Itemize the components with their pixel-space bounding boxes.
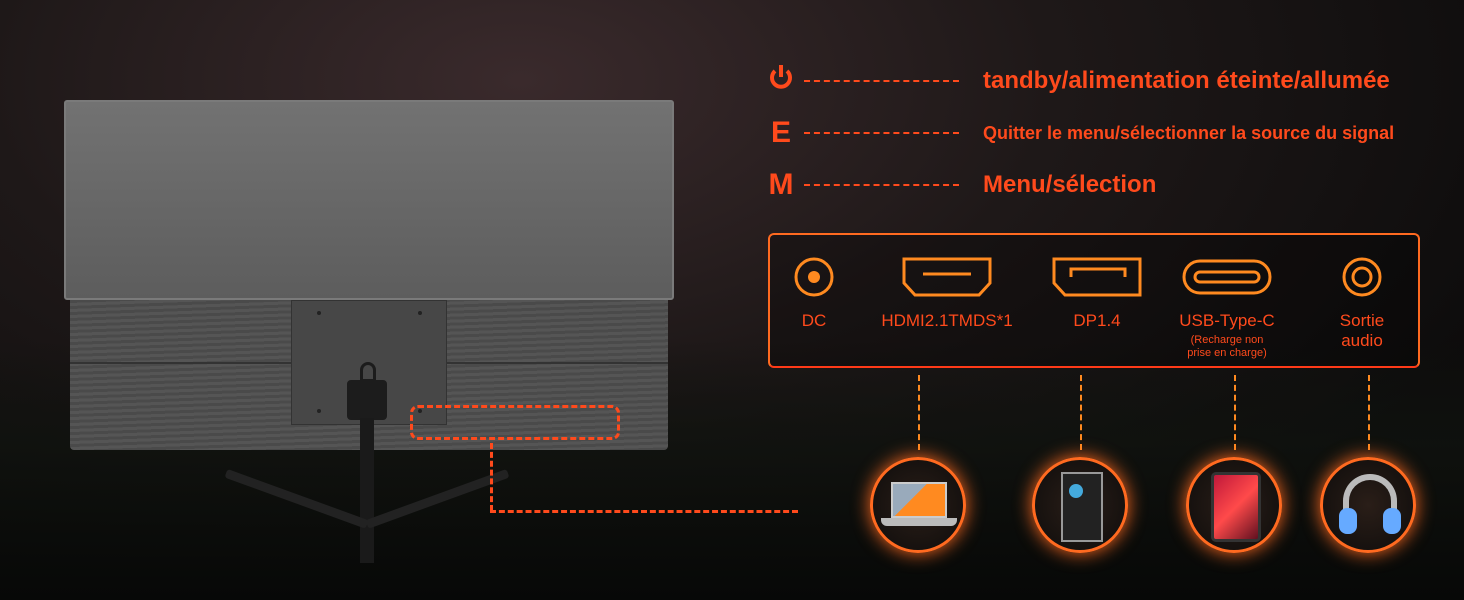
port-label: DC xyxy=(801,311,827,330)
button-key: M xyxy=(768,168,794,201)
tablet-icon xyxy=(1186,457,1282,553)
connector-line xyxy=(1368,375,1370,450)
connector-line xyxy=(490,510,798,513)
headset-icon xyxy=(1320,457,1416,553)
button-row-m: M Menu/sélection xyxy=(768,168,1157,202)
port-usb-c: USB-Type-C (Recharge non prise en charge… xyxy=(1152,235,1302,360)
cable-hook xyxy=(360,362,376,382)
button-description: Menu/sélection xyxy=(983,171,1157,198)
button-description: tandby/alimentation éteinte/allumée xyxy=(983,67,1390,94)
port-audio: Sortie audio xyxy=(1287,235,1437,351)
laptop-icon xyxy=(870,457,966,553)
monitor-panel xyxy=(64,100,674,300)
audio-jack-icon xyxy=(1342,257,1382,297)
desktop-pc-icon xyxy=(1032,457,1128,553)
button-row-e: E Quitter le menu/sélectionner la source… xyxy=(768,116,1394,150)
displayport-icon xyxy=(1052,257,1142,297)
hdmi-port-icon xyxy=(902,257,992,297)
port-label: USB-Type-C xyxy=(1179,311,1275,330)
connector-line xyxy=(490,443,493,511)
port-displayport: DP1.4 xyxy=(1022,235,1172,331)
usb-c-icon xyxy=(1182,259,1272,295)
port-label: Sortie xyxy=(1339,311,1385,330)
stand-neck xyxy=(347,380,387,420)
button-row-power: tandby/alimentation éteinte/allumée xyxy=(768,62,1390,100)
connector-line xyxy=(1234,375,1236,450)
port-dc: DC xyxy=(739,235,889,331)
button-key: E xyxy=(770,116,791,149)
port-hdmi: HDMI2.1TMDS*1 xyxy=(872,235,1022,331)
power-icon xyxy=(768,62,794,100)
connector-line xyxy=(1080,375,1082,450)
port-label: HDMI2.1TMDS*1 xyxy=(881,311,1013,330)
ports-panel: DC HDMI2.1TMDS*1 DP1.4 USB-Type-C (Recha… xyxy=(768,233,1420,368)
port-note: prise en charge) xyxy=(1187,347,1267,359)
stand-pole xyxy=(360,418,374,563)
port-note: (Recharge non xyxy=(1190,334,1264,346)
ports-highlight xyxy=(410,405,620,440)
button-description: Quitter le menu/sélectionner la source d… xyxy=(983,122,1395,143)
connector-line xyxy=(918,375,920,450)
port-label: DP1.4 xyxy=(1073,311,1121,330)
port-label: audio xyxy=(1341,331,1383,350)
dc-jack-icon xyxy=(794,257,834,297)
